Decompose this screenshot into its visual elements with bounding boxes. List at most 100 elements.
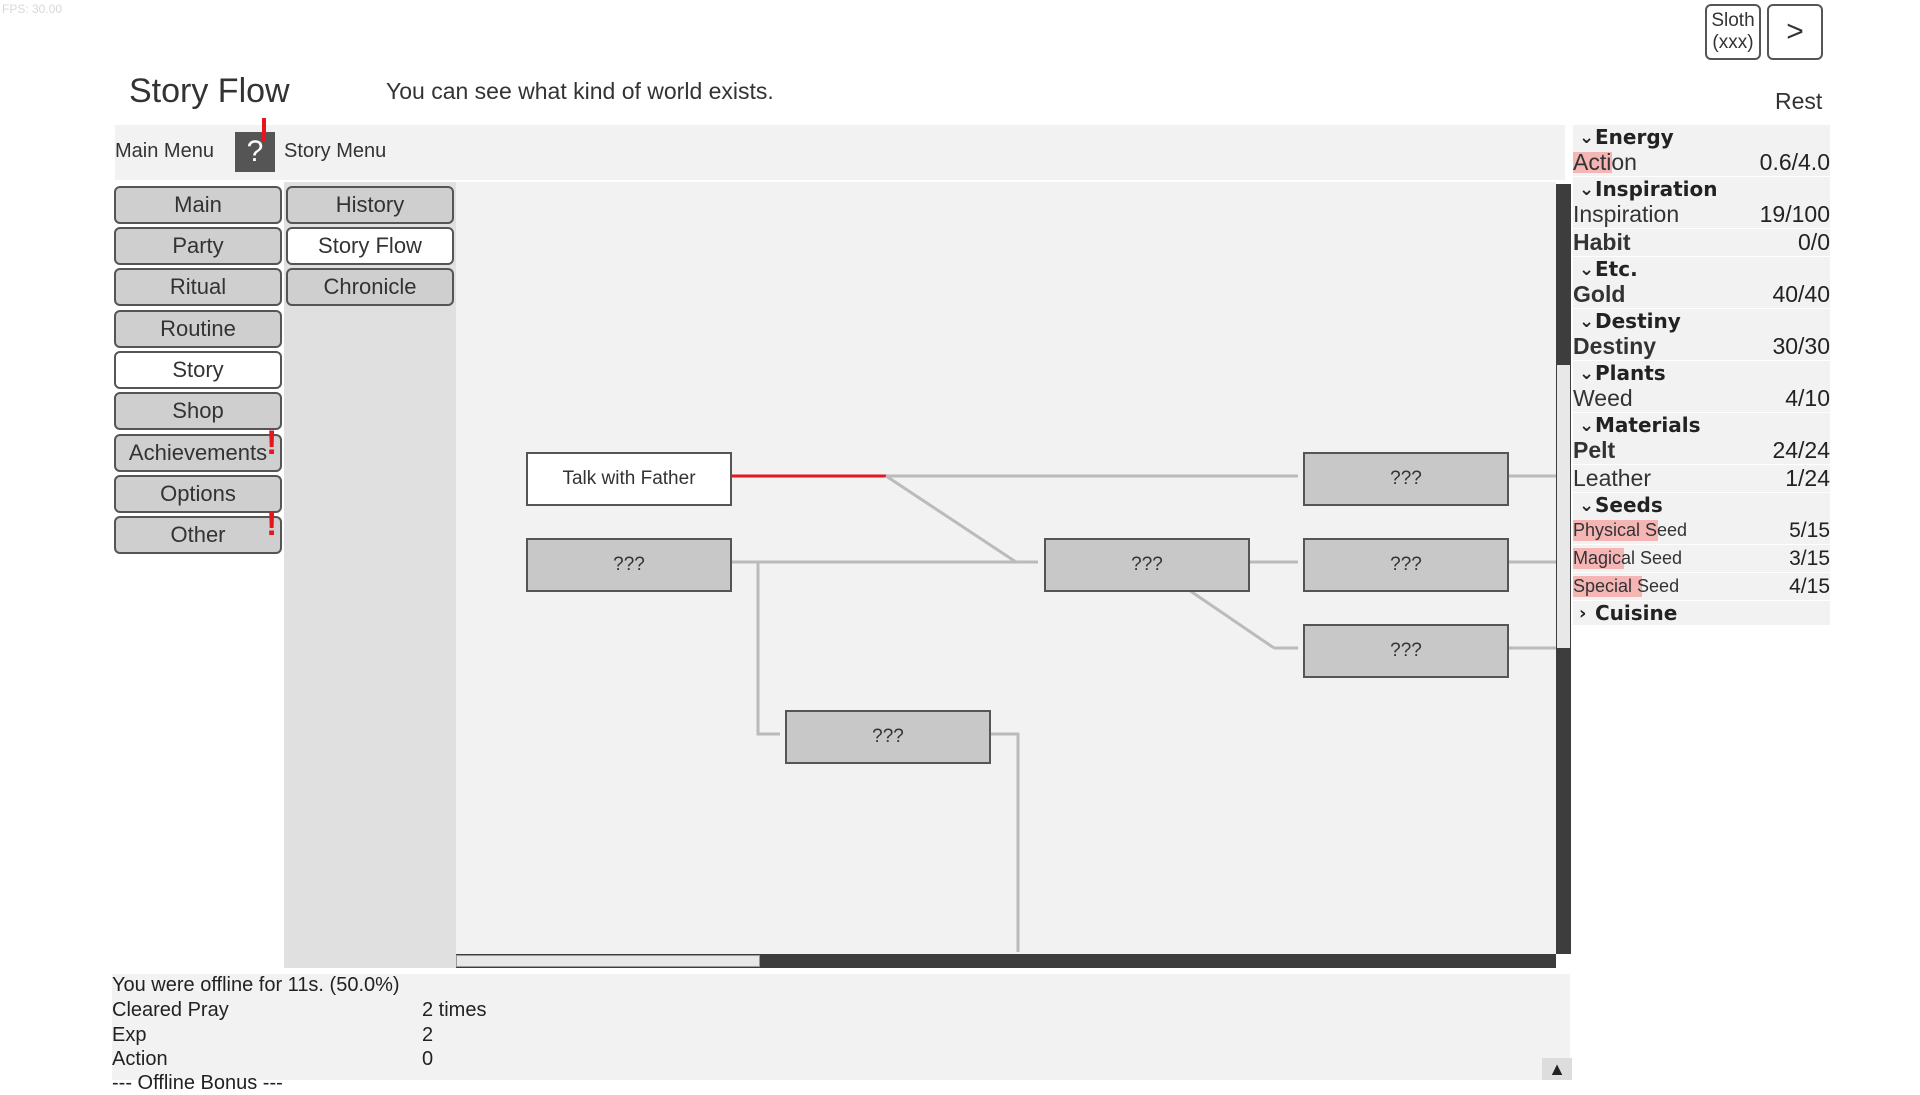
resource-name: Leather	[1573, 465, 1652, 491]
menu-options-button[interactable]: Options	[114, 475, 282, 513]
chevron-down-icon: ⌄	[1579, 362, 1595, 384]
flow-node-unknown[interactable]: ???	[1303, 624, 1509, 678]
menu-party-button[interactable]: Party	[114, 227, 282, 265]
submenu-story-flow-button[interactable]: Story Flow	[286, 227, 454, 265]
resource-value: 3/15	[1789, 546, 1830, 570]
offline-log-panel: You were offline for 11s. (50.0%) Cleare…	[112, 974, 1570, 1094]
resource-row-magical-seed: Magical Seed 3/15	[1573, 545, 1830, 572]
menu-shop-button[interactable]: Shop	[114, 392, 282, 430]
menu-ritual-button[interactable]: Ritual	[114, 268, 282, 306]
resource-name: Habit	[1573, 229, 1631, 255]
resource-name: Physical Seed	[1573, 520, 1688, 540]
flow-node-unknown[interactable]: ???	[526, 538, 732, 592]
menu-main-button[interactable]: Main	[114, 186, 282, 224]
page-title: Story Flow	[129, 72, 290, 110]
category-destiny[interactable]: ⌄Destiny	[1573, 309, 1830, 333]
category-title: Inspiration	[1595, 177, 1718, 201]
resource-name: Pelt	[1573, 437, 1616, 463]
story-flow-connectors	[730, 474, 1556, 952]
menu-other-button[interactable]: Other	[114, 516, 282, 554]
menu-achievements-button[interactable]: Achievements	[114, 434, 282, 472]
resource-row-special-seed: Special Seed 4/15	[1573, 573, 1830, 600]
resource-value: 19/100	[1759, 201, 1830, 227]
resource-value: 4/15	[1789, 574, 1830, 598]
menu-routine-button[interactable]: Routine	[114, 310, 282, 348]
category-materials[interactable]: ⌄Materials	[1573, 413, 1830, 437]
resource-value: 1/24	[1785, 465, 1830, 491]
resource-row-destiny: Destiny 30/30	[1573, 333, 1830, 360]
log-row-value: 0	[422, 1048, 434, 1070]
chevron-right-icon: ›	[1579, 602, 1587, 624]
flow-node-unknown[interactable]: ???	[1044, 538, 1250, 592]
menu-story-button[interactable]: Story	[114, 351, 282, 389]
chevron-down-icon: ⌄	[1579, 126, 1595, 148]
resource-value: 4/10	[1785, 385, 1830, 411]
log-offline-summary: You were offline for 11s. (50.0%)	[112, 974, 400, 996]
resource-row-weed: Weed 4/10	[1573, 385, 1830, 412]
log-row-value: 2	[422, 1024, 434, 1046]
achievements-alert-mark: !	[266, 424, 278, 462]
resource-row-leather: Leather 1/24	[1573, 465, 1830, 492]
resource-value: 0/0	[1798, 229, 1830, 255]
category-seeds[interactable]: ⌄Seeds	[1573, 493, 1830, 517]
story-flow-canvas[interactable]: Talk with Father ??? ??? ??? ??? ??? ???	[456, 182, 1556, 968]
category-title: Cuisine	[1595, 601, 1678, 625]
category-inspiration[interactable]: ⌄Inspiration	[1573, 177, 1830, 201]
category-plants[interactable]: ⌄Plants	[1573, 361, 1830, 385]
resource-name: Gold	[1573, 281, 1626, 307]
log-row-label: Action	[112, 1048, 168, 1070]
submenu-chronicle-button[interactable]: Chronicle	[286, 268, 454, 306]
story-menu-column	[284, 182, 456, 968]
resource-fill-bar	[1573, 520, 1658, 541]
resource-name: Weed	[1573, 385, 1633, 411]
log-row-value: 2 times	[422, 999, 487, 1021]
resource-value: 24/24	[1772, 437, 1830, 463]
log-row-label: Cleared Pray	[112, 999, 229, 1021]
category-energy[interactable]: ⌄Energy	[1573, 125, 1830, 149]
resource-value: 0.6/4.0	[1759, 149, 1830, 175]
resource-fill-bar	[1573, 548, 1625, 569]
help-button[interactable]: ?	[235, 132, 275, 172]
chevron-down-icon: ⌄	[1579, 414, 1595, 436]
resource-row-pelt: Pelt 24/24	[1573, 437, 1830, 464]
sloth-button-hotkey: (xxx)	[1712, 32, 1754, 53]
flow-link	[988, 732, 1020, 952]
other-alert-mark: !	[266, 505, 278, 543]
chevron-down-icon: ⌄	[1579, 310, 1595, 332]
category-etc[interactable]: ⌄Etc.	[1573, 257, 1830, 281]
resource-name: Destiny	[1573, 333, 1657, 359]
chevron-down-icon: ⌄	[1579, 178, 1595, 200]
submenu-history-button[interactable]: History	[286, 186, 454, 224]
page-description: You can see what kind of world exists.	[386, 78, 774, 104]
log-row-label: Exp	[112, 1024, 147, 1046]
rest-label[interactable]: Rest	[1775, 88, 1823, 114]
flow-node-unknown[interactable]: ???	[785, 710, 991, 764]
vertical-scrollbar-thumb[interactable]	[1557, 365, 1570, 648]
chevron-down-icon: ⌄	[1579, 494, 1595, 516]
scroll-up-icon[interactable]: ▲	[1542, 1058, 1572, 1080]
resource-fill-bar	[1573, 152, 1612, 173]
category-title: Materials	[1595, 413, 1701, 437]
flow-node-unknown[interactable]: ???	[1303, 452, 1509, 506]
flow-link	[885, 474, 1017, 564]
category-title: Energy	[1595, 125, 1674, 149]
category-title: Destiny	[1595, 309, 1681, 333]
sloth-button[interactable]: Sloth (xxx)	[1705, 4, 1761, 60]
sloth-button-label: Sloth	[1711, 10, 1755, 31]
category-cuisine[interactable]: › Cuisine	[1573, 601, 1830, 625]
resource-row-physical-seed: Physical Seed 5/15	[1573, 517, 1830, 544]
category-title: Seeds	[1595, 493, 1663, 517]
category-title: Plants	[1595, 361, 1666, 385]
resource-row-gold: Gold 40/40	[1573, 281, 1830, 308]
help-alert-mark	[262, 118, 266, 142]
next-button[interactable]: >	[1767, 4, 1823, 60]
fps-counter: FPS: 30.00	[2, 2, 63, 16]
flow-node-talk-with-father[interactable]: Talk with Father	[526, 452, 732, 506]
resource-name: Inspiration	[1573, 201, 1680, 227]
resource-name: Action	[1573, 149, 1637, 175]
resource-value: 40/40	[1772, 281, 1830, 307]
resource-name: Special Seed	[1573, 576, 1680, 596]
resource-value: 5/15	[1789, 518, 1830, 542]
horizontal-scrollbar-thumb[interactable]	[456, 955, 760, 967]
flow-node-unknown[interactable]: ???	[1303, 538, 1509, 592]
